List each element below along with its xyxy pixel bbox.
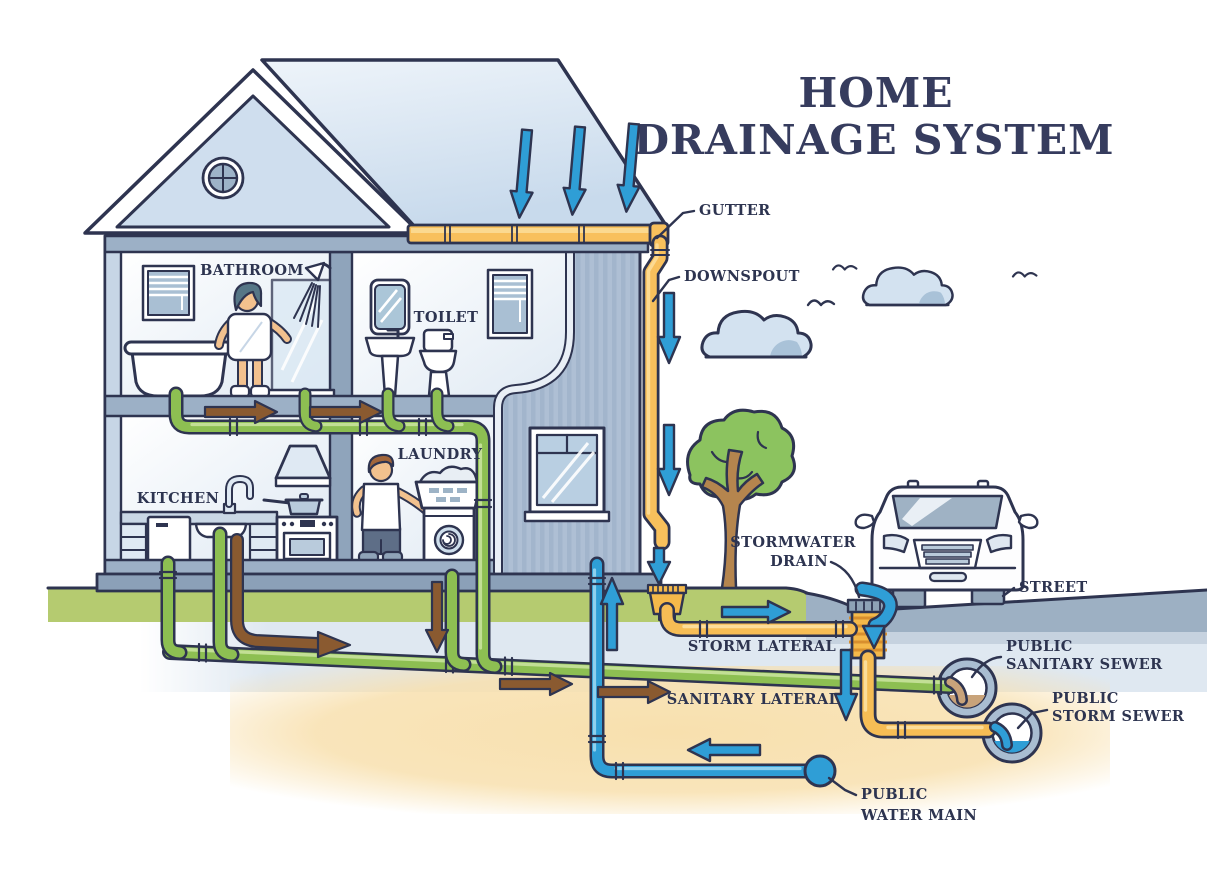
woman-figure [214, 281, 292, 399]
cloud-2 [861, 266, 954, 307]
callout-street: STREET [1001, 579, 1088, 598]
callout-public-sanitary-sewer: PUBLIC SANITARY SEWER [970, 638, 1163, 679]
car-headlight-left [882, 533, 910, 554]
callout-stormwater-drain: STORMWATER DRAIN [730, 534, 861, 599]
laundry-pile [418, 465, 479, 484]
house [83, 58, 671, 593]
stormwater-drain-label-2: DRAIN [770, 553, 828, 570]
storm-arrow-into-drain [854, 581, 898, 650]
water-main-node [803, 754, 837, 788]
bird-3 [1011, 271, 1038, 278]
window-sill [523, 510, 611, 523]
water-supply-pipe [587, 556, 837, 788]
washing-machine [422, 506, 476, 564]
cooking-pot [262, 493, 324, 516]
callout-public-water-main: PUBLIC WATER MAIN [827, 776, 977, 824]
flow-arrows [203, 291, 898, 763]
bath-drain-stack [158, 555, 188, 660]
bathroom-label: BATHROOM [200, 262, 304, 279]
toilet-label: TOILET [414, 309, 479, 326]
kitchen-faucet [222, 475, 254, 515]
washer-drain-pipe [444, 568, 472, 672]
public-storm-sewer-label-2: STORM SEWER [1052, 708, 1185, 725]
public-water-main-label-1: PUBLIC [861, 786, 928, 803]
storm-arrow-downspout-1 [656, 291, 682, 365]
tree [686, 408, 796, 590]
stove [275, 515, 339, 564]
round-window [201, 156, 245, 200]
facade-window [523, 426, 611, 523]
downspout [642, 234, 671, 551]
mirror [369, 278, 411, 336]
bathroom-window [141, 264, 196, 322]
callout-gutter: GUTTER [655, 202, 771, 240]
waste-arrow-kitchen [230, 533, 352, 659]
title-line-1: HOME [798, 69, 953, 117]
toilet-window [486, 268, 534, 340]
cloud-1 [700, 309, 813, 359]
callout-public-storm-sewer: PUBLIC STORM SEWER [1016, 690, 1185, 730]
storm-lateral-pipe [659, 602, 858, 639]
bird-1 [806, 299, 836, 307]
laundry-label: LAUNDRY [398, 446, 483, 463]
upstairs-drain-pipe [168, 386, 503, 674]
title-line-2: DRAINAGE SYSTEM [633, 116, 1114, 164]
sanitary-lateral-label: SANITARY LATERAL [667, 691, 839, 708]
public-sanitary-sewer-label-1: PUBLIC [1006, 638, 1073, 655]
diagram-title: HOME DRAINAGE SYSTEM [633, 69, 1114, 164]
pedestal-sink [364, 328, 416, 398]
car [854, 479, 1039, 609]
fridge [146, 515, 192, 564]
kitchen-sink-drain-pipe [212, 526, 240, 662]
kitchen-label: KITCHEN [137, 490, 220, 507]
gable [115, 94, 391, 229]
gutter [406, 221, 670, 248]
shower-spray [293, 282, 321, 328]
storm-drop-pipe [859, 649, 997, 740]
woman-hair [233, 281, 263, 312]
woman-towel [226, 312, 273, 362]
man-figure [351, 453, 435, 564]
kitchen-counter [119, 510, 279, 526]
car-mirror-right [1017, 513, 1039, 530]
public-water-main-label-2: WATER MAIN [860, 807, 977, 824]
callout-downspout: DOWNSPOUT [651, 268, 800, 303]
public-storm-sewer-label-1: PUBLIC [1052, 690, 1119, 707]
storm-arrow-downspout-2 [656, 423, 682, 497]
car-mirror-left [854, 513, 876, 530]
car-headlight-right [985, 533, 1013, 554]
bird-2 [831, 264, 858, 271]
storm-lateral-label: STORM LATERAL [688, 638, 836, 655]
range-hood [274, 444, 332, 488]
street-label: STREET [1019, 579, 1088, 596]
public-sanitary-sewer-label-2: SANITARY SEWER [1006, 656, 1163, 673]
man-shirt [360, 482, 402, 532]
laundry-basket [414, 465, 483, 510]
downspout-label: DOWNSPOUT [684, 268, 800, 285]
sanitary-lateral-pipe [162, 642, 958, 696]
stormwater-drain-label-1: STORMWATER [730, 534, 856, 551]
man-hair [367, 453, 395, 474]
foundation [95, 572, 663, 593]
gutter-label: GUTTER [699, 202, 771, 219]
